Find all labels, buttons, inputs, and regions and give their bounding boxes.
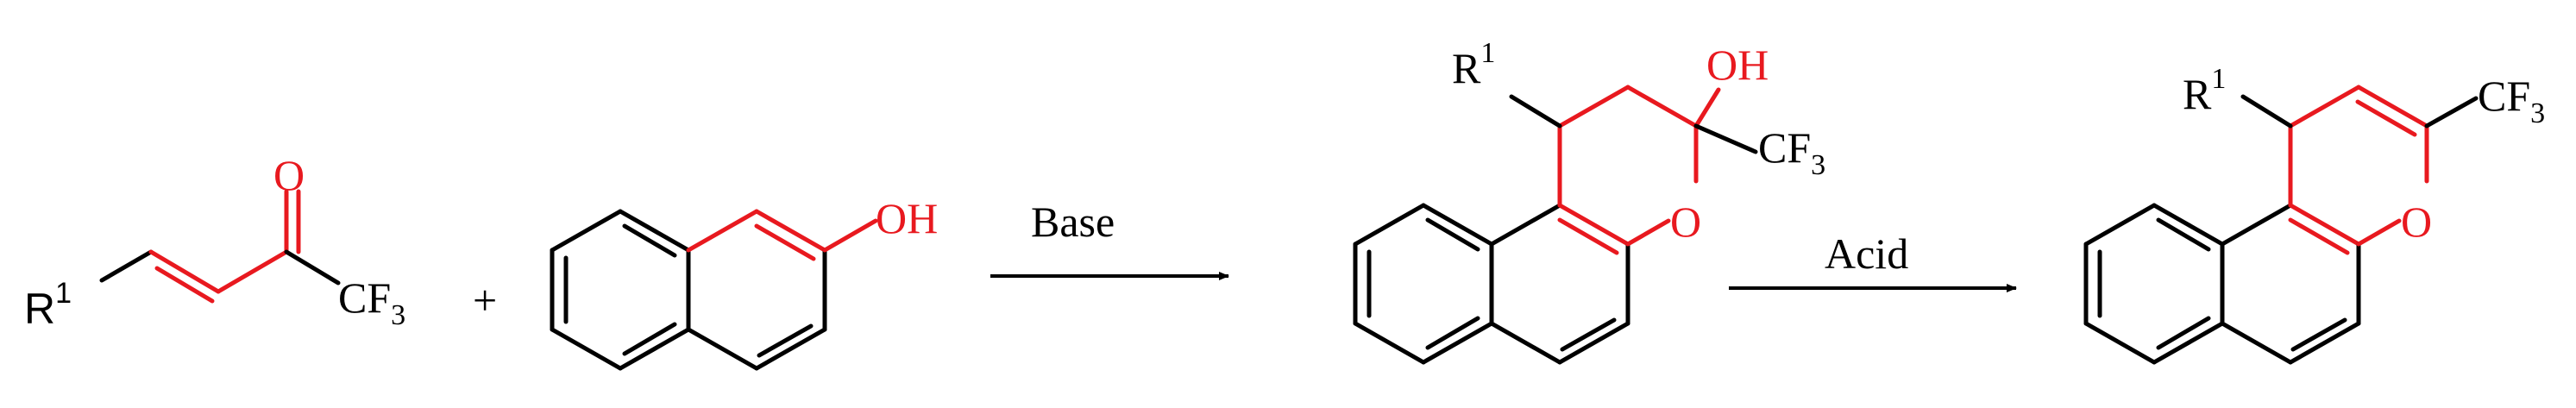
intermediate-r-group: R1 [1452,37,1495,92]
reagent-acid: Acid [1825,229,1908,278]
product-cf3-label: CF3 [2478,72,2545,129]
enone-carbonyl-oxygen: O [273,151,305,199]
enone-reactant: R1 O CF3 [24,151,405,333]
enone-cf3-label: CF3 [338,273,405,331]
chromene-product: R1 O CF3 [2083,63,2545,365]
naphthol-reactant: OH [550,194,938,371]
reagent-base: Base [1031,198,1115,246]
product-ring-oxygen: O [2401,198,2432,246]
enone-r-group: R1 [24,277,72,333]
plus-sign: + [473,276,497,324]
intermediate-cf3-label: CF3 [1758,123,1825,181]
product-r-group: R1 [2183,63,2226,118]
naphthol-hydroxyl: OH [876,194,938,242]
intermediate-ring-oxygen: O [1670,198,1701,246]
hemiketal-intermediate: R1 OH O CF3 [1353,37,1825,365]
intermediate-hydroxyl: OH [1706,41,1769,89]
